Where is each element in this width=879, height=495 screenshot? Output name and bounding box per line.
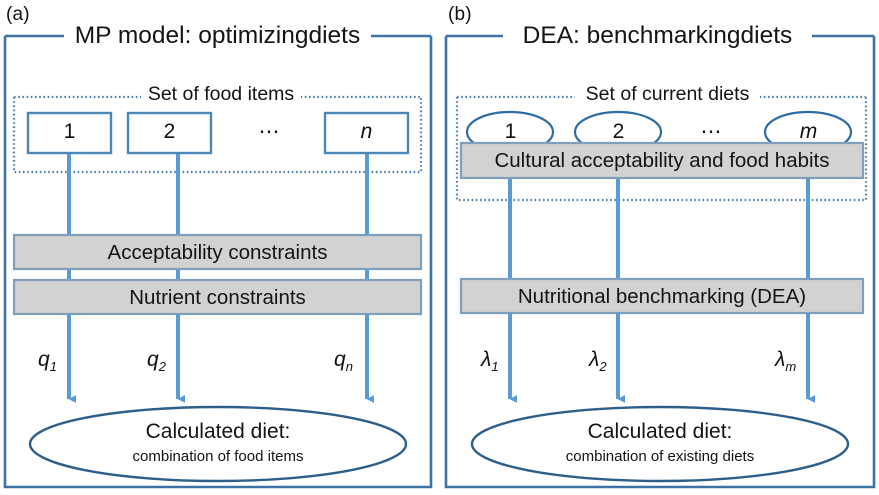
panel-b-output-arrows xyxy=(508,313,815,403)
flow-sub: 1 xyxy=(491,359,499,375)
panel-a-node-2-label: 2 xyxy=(163,120,176,143)
panel-a-node-n-label: n xyxy=(360,120,373,143)
panel-b-flow-label-lambda2: λ2 xyxy=(589,348,607,374)
panel-b-node-m-label: m xyxy=(799,120,818,143)
panel-a-frame xyxy=(3,34,433,489)
panel-a-node-1[interactable] xyxy=(26,111,113,155)
panel-a-title: MP model: optimizingdiets xyxy=(74,22,361,49)
panel-b-bar-cultural-label: Cultural acceptability and food habits xyxy=(494,149,830,172)
panel-b-output-main: Calculated diet: xyxy=(587,420,733,443)
panel-a-output-ellipse[interactable] xyxy=(28,405,408,483)
panel-b-tag: (b) xyxy=(448,4,472,25)
panel-b-flow-label-lambdam: λm xyxy=(775,348,796,374)
panel-b-bar-cultural[interactable] xyxy=(459,141,865,180)
flow-sub: 2 xyxy=(158,359,166,375)
panel-b-bar-benchmarking-label: Nutritional benchmarking (DEA) xyxy=(517,285,807,308)
panel-a-node-2[interactable] xyxy=(126,111,213,155)
panel-b-flow-label-lambda1: λ1 xyxy=(481,348,499,374)
flow-base: λ xyxy=(481,348,492,371)
panel-a-node-n[interactable] xyxy=(323,111,410,155)
panel-b-title: DEA: benchmarkingdiets xyxy=(522,22,793,49)
flow-base: λ xyxy=(775,348,786,371)
panel-a-bar-acceptability-label: Acceptability constraints xyxy=(107,241,328,264)
flow-base: λ xyxy=(589,348,600,371)
panel-a-bar-acceptability[interactable] xyxy=(12,233,423,271)
panel-a-flow-label-qn: qn xyxy=(334,348,353,374)
panel-b-output-ellipse[interactable] xyxy=(470,405,850,483)
flow-base: q xyxy=(38,348,50,371)
flow-sub: 1 xyxy=(49,359,57,375)
panel-a-tag: (a) xyxy=(6,4,30,25)
panel-b-node-1-label: 1 xyxy=(504,120,517,143)
panel-b-bar-benchmarking[interactable] xyxy=(459,277,865,315)
panel-a-output-sub: combination of food items xyxy=(132,448,304,465)
panel-b-group-title: Set of current diets xyxy=(575,83,760,106)
panel-a-connectors xyxy=(67,152,369,280)
flow-sub: 2 xyxy=(599,359,607,375)
panel-a-group-title: Set of food items xyxy=(141,83,301,106)
flow-sub: n xyxy=(345,359,353,375)
panel-a-flow-label-q1: q1 xyxy=(38,348,57,374)
panel-b-node-2-label: 2 xyxy=(612,120,625,143)
panel-a-ellipsis: ⋯ xyxy=(258,120,282,143)
panel-a-bar-nutrient[interactable] xyxy=(12,278,423,316)
panel-b-frame xyxy=(444,34,876,489)
panel-a-flow-label-q2: q2 xyxy=(147,348,166,374)
flow-base: q xyxy=(334,348,346,371)
flow-sub: m xyxy=(785,359,797,375)
panel-a-output-arrows xyxy=(67,314,374,403)
panel-a-output-main: Calculated diet: xyxy=(145,420,291,443)
panel-a-node-1-label: 1 xyxy=(63,120,76,143)
panel-a-group-box xyxy=(12,95,423,174)
panel-a-bar-nutrient-label: Nutrient constraints xyxy=(129,286,306,309)
flow-base: q xyxy=(147,348,159,371)
panel-b-ellipsis: ⋯ xyxy=(700,120,724,143)
panel-b-output-sub: combination of existing diets xyxy=(565,448,755,465)
panel-b-group-box xyxy=(455,95,868,202)
